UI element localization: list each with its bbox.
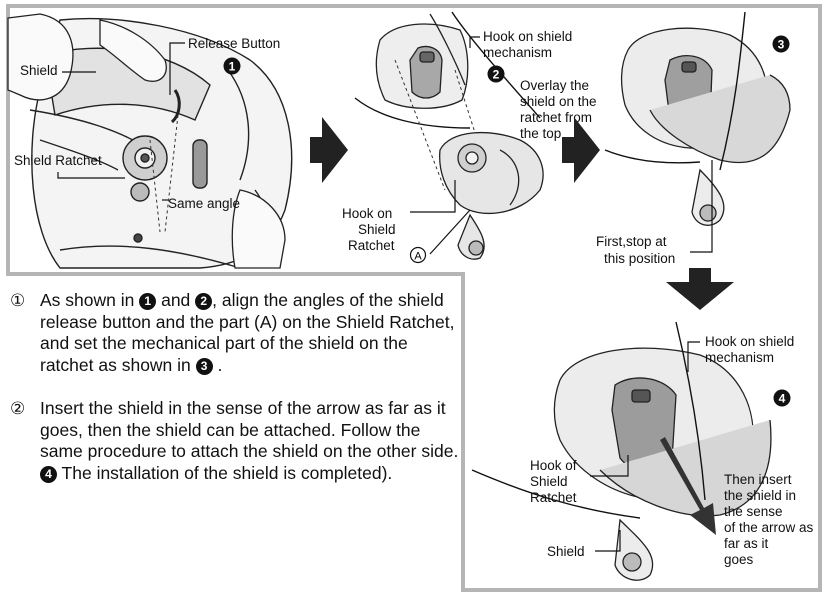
- instruction-steps: ① As shown in 1 and 2, align the angles …: [10, 290, 460, 506]
- badge-2: 2: [488, 66, 505, 83]
- svg-text:Hook on shield: Hook on shield: [705, 334, 794, 349]
- svg-text:Shield: Shield: [358, 222, 396, 237]
- svg-text:shield on the: shield on the: [520, 94, 597, 109]
- label-shield: Shield: [20, 63, 58, 78]
- svg-text:Hook of: Hook of: [530, 458, 577, 473]
- label-hook-on-shield-mechanism-4: Hook on shield mechanism: [705, 334, 794, 365]
- label-hook-of-shield-ratchet: Hook of Shield Ratchet: [530, 458, 577, 505]
- svg-text:A: A: [414, 251, 422, 263]
- step-text: As shown in 1 and 2, align the angles of…: [40, 290, 460, 376]
- svg-text:Shield: Shield: [530, 474, 568, 489]
- svg-text:3: 3: [778, 38, 785, 52]
- svg-text:Hook on: Hook on: [342, 206, 392, 221]
- label-hook-on-shield-mechanism-2: mechanism: [483, 45, 552, 60]
- svg-text:Ratchet: Ratchet: [348, 238, 395, 253]
- label-shield-ratchet: Shield Ratchet: [14, 153, 102, 168]
- label-first-stop: First,stop at this position: [596, 234, 675, 266]
- label-hook-on-shield-ratchet: Hook on Shield Ratchet: [342, 206, 396, 253]
- step-1: ① As shown in 1 and 2, align the angles …: [10, 290, 460, 376]
- svg-text:First,stop at: First,stop at: [596, 234, 667, 249]
- part-a-marker: A: [411, 248, 426, 263]
- svg-text:of the arrow as: of the arrow as: [724, 520, 814, 535]
- svg-text:ratchet from: ratchet from: [520, 110, 592, 125]
- svg-text:4: 4: [779, 392, 786, 406]
- inline-badge: 1: [139, 293, 156, 310]
- svg-text:goes: goes: [724, 552, 754, 567]
- svg-text:this position: this position: [604, 251, 675, 266]
- step-text: Insert the shield in the sense of the ar…: [40, 398, 460, 484]
- badge-4: 4: [774, 390, 791, 407]
- svg-text:mechanism: mechanism: [705, 350, 774, 365]
- svg-text:2: 2: [493, 68, 500, 82]
- label-then-insert: Then insert the shield in the sense of t…: [724, 472, 814, 567]
- badge-3: 3: [773, 36, 790, 53]
- panel3-curve-left: [605, 150, 700, 163]
- step-number: ②: [10, 398, 40, 484]
- label-same-angle: Same angle: [168, 196, 240, 211]
- arrow-down: [666, 268, 734, 310]
- inline-badge: 2: [195, 293, 212, 310]
- svg-text:the shield in: the shield in: [724, 488, 796, 503]
- inline-badge: 3: [196, 358, 213, 375]
- label-hook-on-shield-mechanism: Hook on shield: [483, 29, 572, 44]
- step-2: ② Insert the shield in the sense of the …: [10, 398, 460, 484]
- shield-mechanism-illustration: [376, 14, 467, 108]
- arrow-right-1: [310, 117, 348, 183]
- label-release-button: Release Button: [188, 36, 280, 51]
- svg-text:the top: the top: [520, 126, 561, 141]
- step-number: ①: [10, 290, 40, 376]
- svg-text:far as it: far as it: [724, 536, 769, 551]
- svg-text:Then insert: Then insert: [724, 472, 792, 487]
- arrow-right-2: [562, 117, 600, 183]
- svg-text:1: 1: [229, 60, 236, 74]
- label-shield-4: Shield: [547, 544, 585, 559]
- svg-text:Overlay the: Overlay the: [520, 78, 589, 93]
- svg-text:the sense: the sense: [724, 504, 783, 519]
- assembled-illustration-3: [622, 28, 790, 225]
- inline-badge: 4: [40, 466, 57, 483]
- badge-1: 1: [224, 58, 241, 75]
- svg-text:Ratchet: Ratchet: [530, 490, 577, 505]
